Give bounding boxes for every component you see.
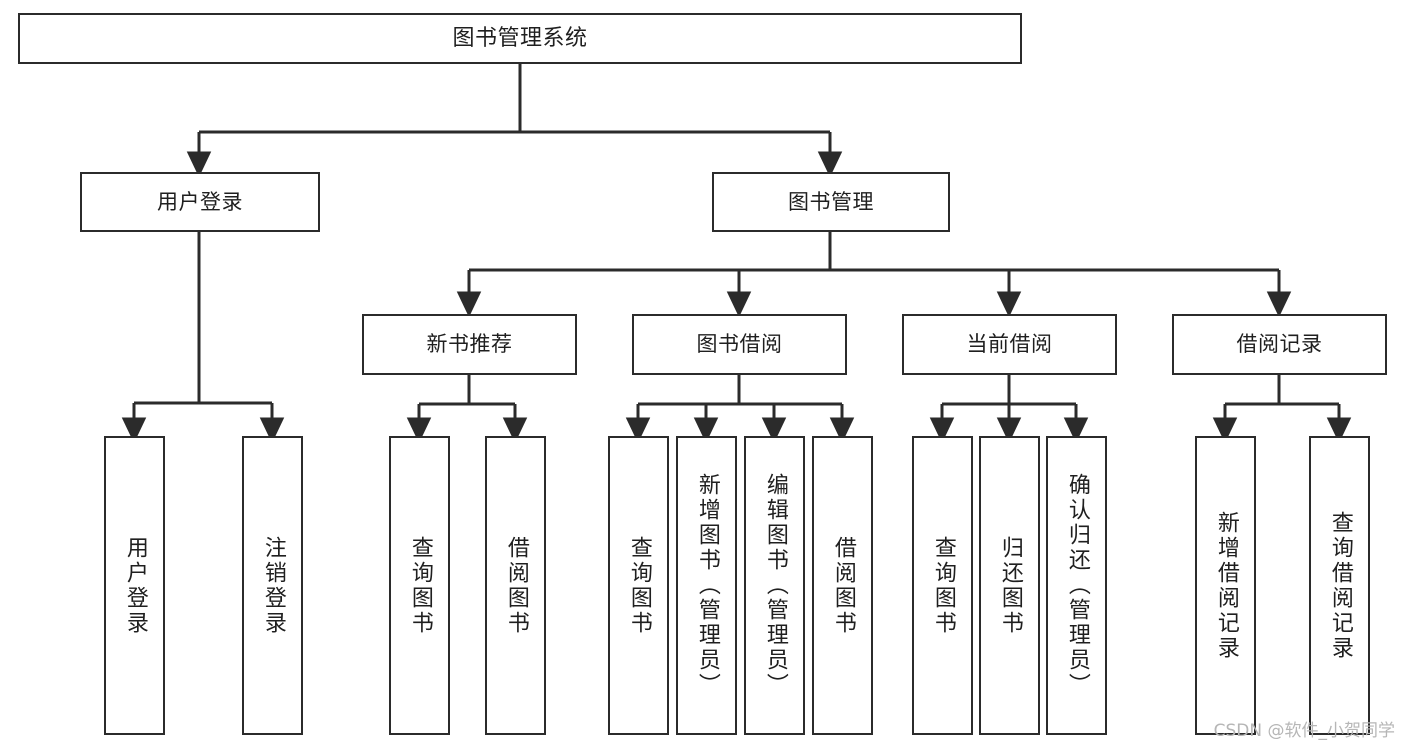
node-label: 归还图书 bbox=[997, 535, 1023, 636]
node-current-borrow[interactable]: 当前借阅 bbox=[902, 314, 1117, 375]
leaf-book-borrow-borrow-book[interactable]: 借阅图书 bbox=[812, 436, 873, 735]
leaf-book-borrow-add-book-admin[interactable]: 新增图书（管理员） bbox=[676, 436, 737, 735]
leaf-book-borrow-edit-book-admin[interactable]: 编辑图书（管理员） bbox=[744, 436, 805, 735]
node-borrow-record[interactable]: 借阅记录 bbox=[1172, 314, 1387, 375]
node-label: 确认归还（管理员） bbox=[1064, 473, 1090, 698]
node-label: 新书推荐 bbox=[426, 332, 513, 357]
node-label: 新增借阅记录 bbox=[1213, 510, 1239, 661]
node-label: 用户登录 bbox=[122, 535, 148, 636]
node-book-borrow[interactable]: 图书借阅 bbox=[632, 314, 847, 375]
node-label: 借阅图书 bbox=[503, 535, 529, 636]
node-new-book-recommend[interactable]: 新书推荐 bbox=[362, 314, 577, 375]
leaf-borrow-record-query-record[interactable]: 查询借阅记录 bbox=[1309, 436, 1370, 735]
leaf-new-book-query-book[interactable]: 查询图书 bbox=[389, 436, 450, 735]
node-label: 图书管理系统 bbox=[452, 25, 588, 51]
node-book-management[interactable]: 图书管理 bbox=[712, 172, 950, 232]
node-label: 图书管理 bbox=[788, 189, 874, 214]
leaf-current-borrow-query-book[interactable]: 查询图书 bbox=[912, 436, 973, 735]
leaf-current-borrow-confirm-return-admin[interactable]: 确认归还（管理员） bbox=[1046, 436, 1107, 735]
leaf-borrow-record-add-record[interactable]: 新增借阅记录 bbox=[1195, 436, 1256, 735]
node-label: 借阅记录 bbox=[1236, 332, 1323, 357]
leaf-new-book-borrow-book[interactable]: 借阅图书 bbox=[485, 436, 546, 735]
leaf-current-borrow-return-book[interactable]: 归还图书 bbox=[979, 436, 1040, 735]
node-label: 当前借阅 bbox=[966, 332, 1053, 357]
node-label: 图书借阅 bbox=[696, 332, 783, 357]
node-label: 查询借阅记录 bbox=[1327, 510, 1353, 661]
leaf-user-login-logout[interactable]: 注销登录 bbox=[242, 436, 303, 735]
csdn-watermark: CSDN @软件_小贺同学 bbox=[1213, 721, 1395, 741]
node-label: 编辑图书（管理员） bbox=[762, 473, 788, 698]
node-user-login[interactable]: 用户登录 bbox=[80, 172, 320, 232]
node-label: 注销登录 bbox=[260, 535, 286, 636]
node-label: 借阅图书 bbox=[830, 535, 856, 636]
leaf-user-login-login[interactable]: 用户登录 bbox=[104, 436, 165, 735]
node-label: 查询图书 bbox=[626, 535, 652, 636]
node-label: 新增图书（管理员） bbox=[694, 473, 720, 698]
node-root-library-system[interactable]: 图书管理系统 bbox=[18, 13, 1022, 64]
leaf-book-borrow-query-book[interactable]: 查询图书 bbox=[608, 436, 669, 735]
node-label: 查询图书 bbox=[930, 535, 956, 636]
node-label: 用户登录 bbox=[157, 189, 243, 214]
node-label: 查询图书 bbox=[407, 535, 433, 636]
